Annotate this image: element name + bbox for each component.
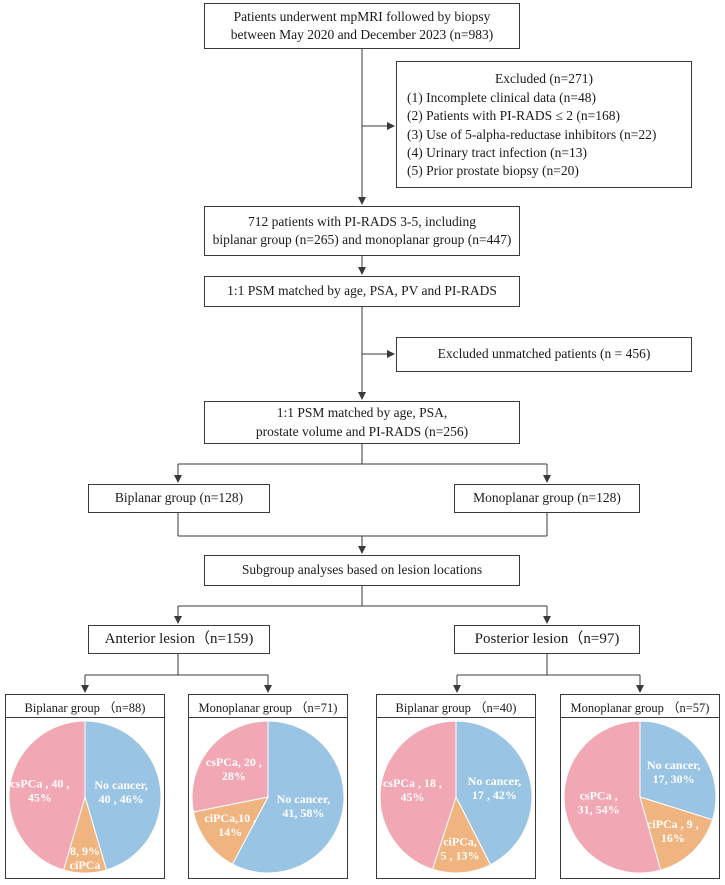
excluded-item: (1) Incomplete clinical data (n=48) xyxy=(407,90,597,106)
psm2-line-2: prostate volume and PI-RADS (n=256) xyxy=(255,423,469,439)
pie-title: Monoplanar group （n=57) xyxy=(561,695,719,718)
psm2-box: 1:1 PSM matched by age, PSA, prostate vo… xyxy=(204,401,520,444)
monoplanar-text: Monoplanar group (n=128) xyxy=(473,490,621,506)
pie-slice-cspca xyxy=(191,720,269,813)
pie-slice-label: No cancer,17, 30% xyxy=(647,758,701,786)
biplanar-text: Biplanar group (n=128) xyxy=(114,490,244,506)
excluded-title: Excluded (n=271) xyxy=(495,71,593,86)
posterior-text: Posterior lesion（n=97) xyxy=(474,631,620,648)
pie-slice-no-cancer xyxy=(639,720,717,821)
pie-slice-label: csPCa , 18 ,45% xyxy=(383,776,442,804)
pie-slice-cspca xyxy=(8,720,86,871)
psm1-text: 1:1 PSM matched by age, PSA, PV and PI-R… xyxy=(227,283,497,299)
psm1-box: 1:1 PSM matched by age, PSA, PV and PI-R… xyxy=(204,276,520,307)
posterior-box: Posterior lesion（n=97) xyxy=(454,625,640,654)
pie-slice-cspca xyxy=(563,720,662,874)
pie-slice-label: ciPCa,10 ,14% xyxy=(204,811,256,839)
monoplanar-box: Monoplanar group (n=128) xyxy=(454,484,640,513)
start-line-2: between May 2020 and December 2023 (n=98… xyxy=(230,27,494,42)
excluded-box: Excluded (n=271) (1) Incomplete clinical… xyxy=(396,61,692,188)
pie-slice-label: csPCa , 40 ,45% xyxy=(10,777,69,805)
psm2-line-1: 1:1 PSM matched by age, PSA, xyxy=(276,405,448,421)
excluded-item: (5) Prior prostate biopsy (n=20) xyxy=(407,163,579,179)
pie-chart: No cancer,17, 30% ciPCa , 9 ,16% csPCa ,31… xyxy=(563,720,717,874)
pie-title: Monoplanar group （n=71) xyxy=(189,695,347,718)
pie-slice-cspca xyxy=(379,720,457,870)
unmatched-box: Excluded unmatched patients (n = 456) xyxy=(396,337,692,372)
start-line-1: Patients underwent mpMRI followed by bio… xyxy=(233,8,491,24)
pie-chart: No cancer,41, 58% ciPCa,10 ,14% csPCa, 20 … xyxy=(191,720,345,874)
pie-chart: No cancer,40 , 46% 8, 9%ciPCa csPCa , 40 ,… xyxy=(8,720,162,874)
biplanar-box: Biplanar group (n=128) xyxy=(88,484,270,513)
pie-slice-label: csPCa ,31, 54% xyxy=(578,789,620,817)
pie-chart: No cancer,17 , 42% ciPCa,5 , 13% csPCa , 1… xyxy=(379,720,533,874)
excluded-item: (2) Patients with PI-RADS ≤ 2 (n=168) xyxy=(407,108,621,124)
pie-slice-cipca xyxy=(431,795,492,874)
excluded-item: (4) Urinary tract infection (n=13) xyxy=(407,144,588,160)
subgroup-text: Subgroup analyses based on lesion locati… xyxy=(241,562,483,578)
anterior-text: Anterior lesion（n=159) xyxy=(104,631,254,648)
pie-title: Biplanar group （n=88) xyxy=(6,695,164,718)
pie-panel-posterior-biplanar: Biplanar group （n=40) No cancer,17 , 42%… xyxy=(376,694,536,879)
excluded-item: (3) Use of 5-alpha-reductase inhibitors … xyxy=(407,126,657,142)
pie-slice-label: No cancer,41, 58% xyxy=(277,792,331,820)
pie-slice-label: 8, 9%ciPCa xyxy=(70,844,101,872)
subgroup-box: Subgroup analyses based on lesion locati… xyxy=(204,555,520,586)
pirads-line-1: 712 patients with PI-RADS 3-5, including xyxy=(248,213,476,229)
start-box: Patients underwent mpMRI followed by bio… xyxy=(204,3,520,49)
pie-slice-no-cancer xyxy=(84,720,162,871)
pie-slice-no-cancer xyxy=(455,720,533,866)
pirads-box: 712 patients with PI-RADS 3-5, including… xyxy=(204,206,520,256)
pie-slice-no-cancer xyxy=(231,720,345,874)
pie-slice-cipca xyxy=(192,796,269,865)
pie-panel-posterior-monoplanar: Monoplanar group （n=57) No cancer,17, 30… xyxy=(560,694,720,879)
anterior-box: Anterior lesion（n=159) xyxy=(88,625,270,654)
pie-slice-label: csPCa, 20 ,28% xyxy=(206,755,262,783)
unmatched-text: Excluded unmatched patients (n = 456) xyxy=(437,346,651,362)
pie-slice-label: No cancer,17 , 42% xyxy=(468,774,522,802)
pie-slice-label: No cancer,40 , 46% xyxy=(94,778,148,806)
pie-slice-cipca xyxy=(639,796,714,871)
pie-slice-label: ciPCa , 9 ,16% xyxy=(647,817,699,845)
pie-slice-label: ciPCa,5 , 13% xyxy=(441,835,480,863)
pie-panel-anterior-biplanar: Biplanar group （n=88) No cancer,40 , 46%… xyxy=(5,694,165,879)
pie-panel-anterior-monoplanar: Monoplanar group （n=71) No cancer,41, 58… xyxy=(188,694,348,879)
pie-title: Biplanar group （n=40) xyxy=(377,695,535,718)
pirads-line-2: biplanar group (n=265) and monoplanar gr… xyxy=(212,232,512,247)
